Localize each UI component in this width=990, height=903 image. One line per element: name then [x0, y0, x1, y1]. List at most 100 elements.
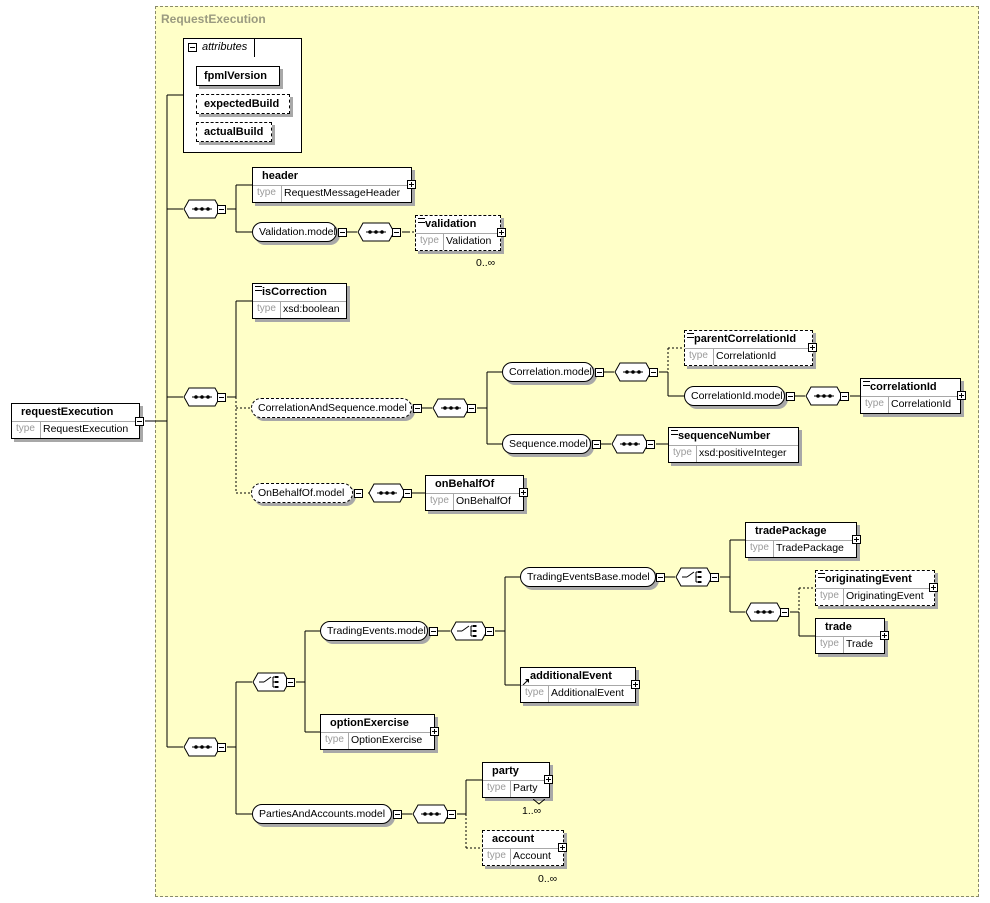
element-name: parentCorrelationId [694, 333, 797, 345]
element-additionalevent[interactable]: additionalEvent type AdditionalEvent [520, 667, 636, 703]
model-parties-and-accounts[interactable]: PartiesAndAccounts.model [252, 804, 392, 824]
model-collapse-icon[interactable] [429, 627, 438, 636]
element-validation[interactable]: validation type Validation [415, 215, 501, 251]
sequence-compositor-icon[interactable] [745, 602, 783, 622]
choice-collapse-icon[interactable] [710, 573, 719, 582]
model-sequence[interactable]: Sequence.model [502, 434, 591, 454]
type-divider [746, 540, 856, 541]
root-collapse-icon[interactable] [135, 417, 144, 426]
sequence-compositor-icon[interactable] [805, 386, 843, 406]
attribute-fpmlversion[interactable]: fpmlVersion [196, 66, 280, 86]
element-trade[interactable]: trade type Trade [815, 618, 885, 654]
validation-expand-icon[interactable] [497, 228, 506, 237]
choice-compositor-icon[interactable] [675, 567, 713, 587]
element-sequencenumber[interactable]: sequenceNumber type xsd:positiveInteger [668, 427, 799, 463]
model-correlation[interactable]: Correlation.model [502, 362, 594, 382]
type-separator [510, 781, 511, 797]
element-tradepackage[interactable]: tradePackage type TradePackage [745, 522, 857, 558]
type-separator [843, 589, 844, 605]
choice-collapse-icon[interactable] [485, 627, 494, 636]
element-correlationid[interactable]: correlationId type CorrelationId [860, 378, 961, 414]
attribute-expectedbuild[interactable]: expectedBuild [196, 94, 290, 114]
sequence-collapse-icon[interactable] [649, 368, 658, 377]
type-separator [843, 637, 844, 653]
sequence-collapse-icon[interactable] [392, 228, 401, 237]
attributes-collapse-icon[interactable] [188, 43, 197, 52]
model-collapse-icon[interactable] [786, 392, 795, 401]
model-trading-events[interactable]: TradingEvents.model [320, 621, 428, 641]
sequence-compositor-icon[interactable] [611, 434, 649, 454]
correlationid-expand-icon[interactable] [957, 391, 966, 400]
model-on-behalf-of[interactable]: OnBehalfOf.model [251, 483, 353, 503]
type-divider [321, 732, 434, 733]
model-correlation-id[interactable]: CorrelationId.model [684, 386, 785, 406]
sequence-collapse-icon[interactable] [217, 743, 226, 752]
type-separator [348, 733, 349, 749]
sequence-collapse-icon[interactable] [403, 489, 412, 498]
sequence-collapse-icon[interactable] [646, 440, 655, 449]
element-name: validation [425, 218, 477, 230]
type-key: type [820, 638, 839, 649]
sequence-collapse-icon[interactable] [447, 810, 456, 819]
element-requestexecution[interactable]: requestExecution type RequestExecution [11, 403, 140, 439]
element-type: Account [513, 850, 551, 862]
element-iscorrection[interactable]: isCorrection type xsd:boolean [252, 283, 347, 319]
optionexercise-expand-icon[interactable] [430, 727, 439, 736]
tradepackage-expand-icon[interactable] [852, 535, 861, 544]
choice-collapse-icon[interactable] [286, 678, 295, 687]
element-header[interactable]: header type RequestMessageHeader [252, 167, 412, 203]
type-key: type [487, 850, 506, 861]
sequence-compositor-icon[interactable] [183, 387, 221, 407]
sequence-collapse-icon[interactable] [780, 608, 789, 617]
element-originatingevent[interactable]: originatingEvent type OriginatingEvent [815, 570, 935, 606]
reference-icon [671, 430, 678, 435]
model-collapse-icon[interactable] [656, 573, 665, 582]
type-divider [861, 396, 960, 397]
element-onbehalfof[interactable]: onBehalfOf type OnBehalfOf [425, 475, 524, 511]
model-collapse-icon[interactable] [393, 810, 402, 819]
model-collapse-icon[interactable] [354, 489, 363, 498]
type-separator [40, 422, 41, 438]
type-divider [669, 445, 798, 446]
model-collapse-icon[interactable] [413, 404, 422, 413]
sequence-compositor-icon[interactable] [412, 804, 450, 824]
additionalevent-expand-icon[interactable] [631, 680, 640, 689]
model-collapse-icon[interactable] [338, 228, 347, 237]
element-type: CorrelationId [891, 398, 952, 410]
sequence-collapse-icon[interactable] [217, 393, 226, 402]
sequence-compositor-icon[interactable] [183, 737, 221, 757]
attribute-actualbuild[interactable]: actualBuild [196, 122, 272, 142]
parentcorrelationid-expand-icon[interactable] [808, 343, 817, 352]
sequence-collapse-icon[interactable] [840, 392, 849, 401]
element-party[interactable]: party type Party [482, 762, 550, 798]
element-optionexercise[interactable]: optionExercise type OptionExercise [320, 714, 435, 750]
onbehalfof-expand-icon[interactable] [519, 488, 528, 497]
sequence-compositor-icon[interactable] [357, 222, 395, 242]
account-expand-icon[interactable] [558, 843, 567, 852]
sequence-compositor-icon[interactable] [183, 199, 221, 219]
sequence-collapse-icon[interactable] [217, 205, 226, 214]
model-collapse-icon[interactable] [592, 440, 601, 449]
model-correlation-and-sequence[interactable]: CorrelationAndSequence.model [251, 398, 412, 418]
party-expand-icon[interactable] [544, 775, 553, 784]
sequence-compositor-icon[interactable] [368, 483, 406, 503]
model-collapse-icon[interactable] [595, 368, 604, 377]
type-divider [521, 685, 635, 686]
model-trading-events-base[interactable]: TradingEventsBase.model [520, 567, 656, 587]
trade-expand-icon[interactable] [880, 631, 889, 640]
sequence-compositor-icon[interactable] [614, 362, 652, 382]
element-parentcorrelationid[interactable]: parentCorrelationId type CorrelationId [684, 330, 813, 366]
type-key: type [820, 590, 839, 601]
sequence-compositor-icon[interactable] [432, 398, 470, 418]
model-validation[interactable]: Validation.model [252, 222, 337, 242]
header-expand-icon[interactable] [407, 180, 416, 189]
reference-icon [687, 333, 694, 338]
sequence-collapse-icon[interactable] [467, 404, 476, 413]
choice-compositor-icon[interactable] [252, 672, 290, 692]
type-divider [483, 780, 549, 781]
element-account[interactable]: account type Account [482, 830, 564, 866]
originatingevent-expand-icon[interactable] [929, 583, 938, 592]
choice-compositor-icon[interactable] [450, 621, 488, 641]
multiplicity-marker-icon [533, 799, 545, 805]
